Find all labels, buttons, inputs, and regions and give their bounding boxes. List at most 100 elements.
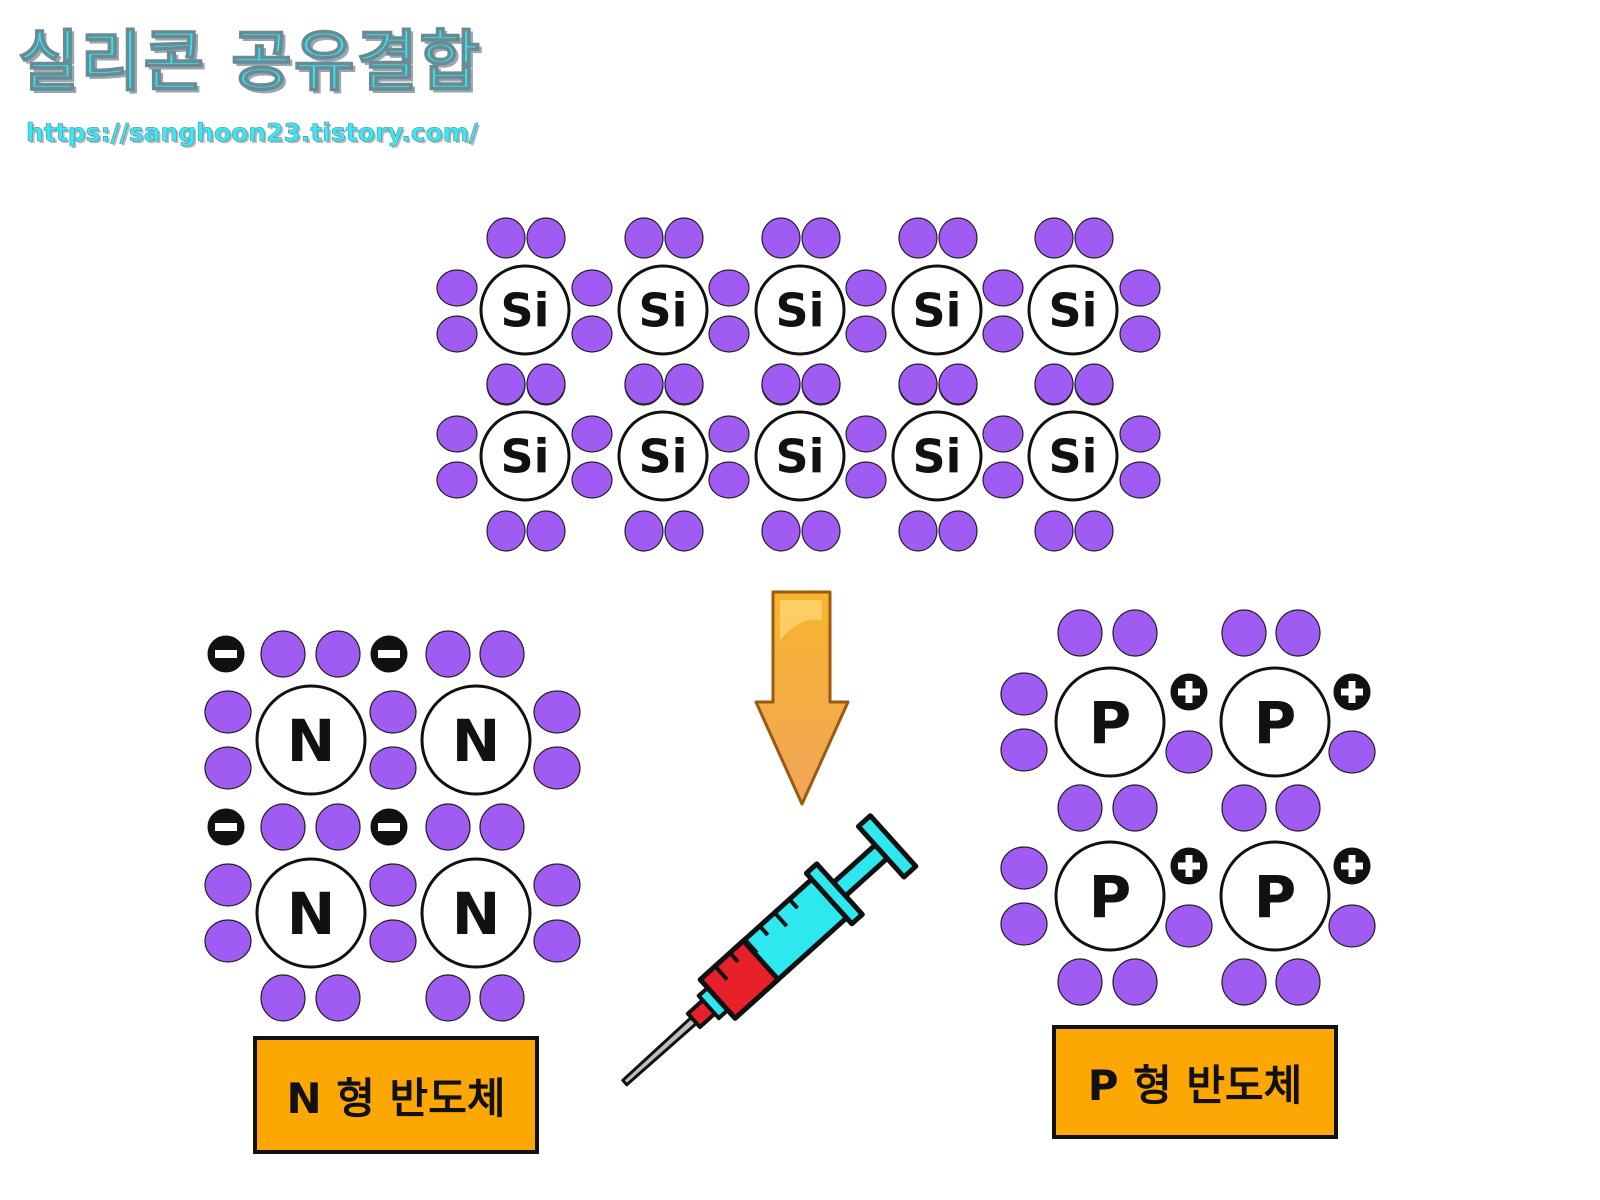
electron xyxy=(624,510,664,552)
electron xyxy=(1000,902,1048,946)
minus-sign xyxy=(378,823,400,831)
silicon-atom xyxy=(479,264,571,356)
electron xyxy=(486,363,526,405)
electron xyxy=(664,363,704,405)
electron xyxy=(845,415,887,453)
minus-sign xyxy=(215,650,237,658)
n-type-label: N 형 반도체 xyxy=(253,1036,539,1154)
electron xyxy=(369,690,417,734)
page-title: 실리콘 공유결합 xyxy=(17,22,483,101)
electron xyxy=(1221,784,1267,832)
electron xyxy=(1034,510,1074,552)
electron xyxy=(479,803,525,851)
silicon-atom-label: Si xyxy=(501,284,550,338)
silicon-atom-label: Si xyxy=(501,430,550,484)
n-dopant-atom xyxy=(255,857,367,969)
electron xyxy=(533,919,581,963)
electron xyxy=(1034,363,1074,405)
n-dopant-atom-label: N xyxy=(287,707,336,775)
electron xyxy=(533,863,581,907)
p-dopant-atom xyxy=(1219,666,1331,778)
electron xyxy=(260,803,306,851)
electron xyxy=(938,510,978,552)
electron xyxy=(204,863,252,907)
electron xyxy=(369,746,417,790)
electron xyxy=(571,415,613,453)
n-dopant-atom xyxy=(420,857,532,969)
electron xyxy=(436,315,478,353)
electron xyxy=(1112,609,1158,657)
p-dopant-atom xyxy=(1219,840,1331,952)
electron xyxy=(761,217,801,259)
silicon-atom xyxy=(754,410,846,502)
electron xyxy=(526,510,566,552)
electron xyxy=(436,461,478,499)
plus-sign xyxy=(1185,681,1193,703)
silicon-atom xyxy=(479,410,571,502)
silicon-atom xyxy=(1027,264,1119,356)
electron xyxy=(982,315,1024,353)
electron xyxy=(425,974,471,1022)
electron xyxy=(571,461,613,499)
p-dopant-atom xyxy=(1054,840,1166,952)
electron xyxy=(315,630,361,678)
electron xyxy=(533,746,581,790)
p-dopant-atom-label: P xyxy=(1254,863,1297,931)
electron xyxy=(982,461,1024,499)
electron xyxy=(845,269,887,307)
electron xyxy=(708,269,750,307)
electron xyxy=(898,217,938,259)
electron xyxy=(1119,461,1161,499)
electron xyxy=(369,863,417,907)
electron xyxy=(1000,672,1048,716)
silicon-atom-label: Si xyxy=(776,430,825,484)
electron xyxy=(1112,784,1158,832)
down-arrow-icon xyxy=(754,590,850,806)
silicon-atom-label: Si xyxy=(913,284,962,338)
silicon-atom xyxy=(617,264,709,356)
n-dopant-atom-label: N xyxy=(452,880,501,948)
electron xyxy=(436,415,478,453)
silicon-atom xyxy=(617,410,709,502)
electron xyxy=(938,363,978,405)
electron xyxy=(1275,609,1321,657)
electron xyxy=(624,363,664,405)
silicon-atom-label: Si xyxy=(639,284,688,338)
electron xyxy=(1119,269,1161,307)
electron xyxy=(369,919,417,963)
electron xyxy=(1074,217,1114,259)
silicon-atom-label: Si xyxy=(1049,430,1098,484)
electron xyxy=(708,415,750,453)
n-dopant-atom-label: N xyxy=(287,880,336,948)
electron xyxy=(533,690,581,734)
electron xyxy=(801,510,841,552)
electron xyxy=(526,217,566,259)
p-dopant-atom-label: P xyxy=(1254,689,1297,757)
plus-sign xyxy=(1348,855,1356,877)
electron xyxy=(898,363,938,405)
electron xyxy=(1119,415,1161,453)
electron xyxy=(571,269,613,307)
silicon-atom xyxy=(891,410,983,502)
electron xyxy=(664,510,704,552)
electron xyxy=(708,461,750,499)
electron xyxy=(1165,730,1213,774)
syringe-icon xyxy=(621,813,919,1087)
electron xyxy=(1000,728,1048,772)
p-dopant-atom-label: P xyxy=(1089,689,1132,757)
minus-sign xyxy=(378,650,400,658)
electron xyxy=(1328,904,1376,948)
electron xyxy=(260,630,306,678)
silicon-atom xyxy=(754,264,846,356)
electron xyxy=(982,415,1024,453)
silicon-atom-label: Si xyxy=(776,284,825,338)
electron xyxy=(1221,958,1267,1006)
electron xyxy=(1119,315,1161,353)
plus-sign xyxy=(1185,855,1193,877)
electron xyxy=(526,363,566,405)
electron xyxy=(1221,609,1267,657)
